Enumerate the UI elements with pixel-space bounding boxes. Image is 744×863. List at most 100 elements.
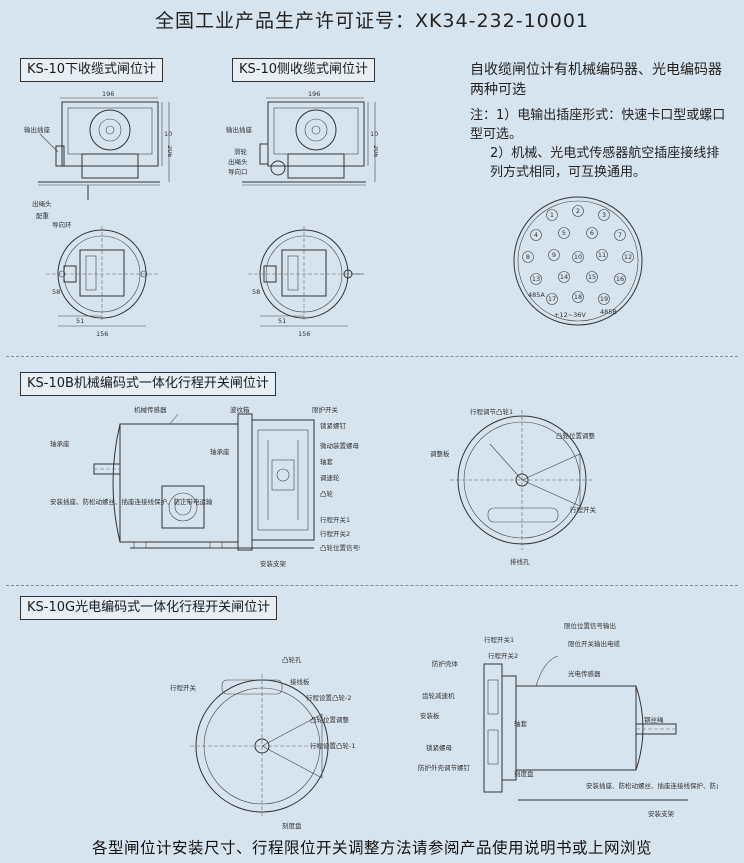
note-1: 注：1）电输出插座形式：快速卡口型或螺口型可选。 <box>470 108 726 142</box>
svg-text:配重: 配重 <box>36 212 50 220</box>
svg-text:输出插座: 输出插座 <box>24 125 51 134</box>
svg-text:行程开关: 行程开关 <box>170 683 197 692</box>
svg-text:轴承座: 轴承座 <box>210 447 230 456</box>
connector-pin <box>530 229 542 241</box>
page-title: 全国工业产品生产许可证号：XK34-232-10001 <box>154 10 590 32</box>
svg-text:安装支架: 安装支架 <box>648 809 675 818</box>
svg-text:齿轮减速机: 齿轮减速机 <box>422 691 455 700</box>
connector-pin <box>614 273 626 285</box>
svg-text:安装板: 安装板 <box>420 711 440 720</box>
svg-text:防护外壳调节螺钉: 防护外壳调节螺钉 <box>418 763 471 772</box>
connector-pin-label: 3 <box>602 211 606 219</box>
svg-text:行程开关: 行程开关 <box>570 505 597 514</box>
svg-text:58: 58 <box>252 288 260 296</box>
svg-text:出绳头: 出绳头 <box>228 157 248 166</box>
connector-pin-label: 13 <box>532 275 540 283</box>
svg-text:行程开关2: 行程开关2 <box>488 651 518 660</box>
connector-pin <box>596 249 608 261</box>
svg-text:轴套: 轴套 <box>320 457 334 466</box>
svg-text:107: 107 <box>164 130 172 138</box>
svg-text:轴套: 轴套 <box>514 719 528 728</box>
connector-pin-label: 4 <box>534 231 538 239</box>
svg-text:凸轮孔: 凸轮孔 <box>282 655 302 664</box>
svg-text:微动装置螺母: 微动装置螺母 <box>320 441 360 450</box>
svg-text:196: 196 <box>102 90 114 98</box>
connector-pin-label: 18 <box>574 293 582 301</box>
svg-text:行程开关1: 行程开关1 <box>320 515 350 524</box>
connector-pin-label: 7 <box>618 231 622 239</box>
svg-text:限位位置信号输出: 限位位置信号输出 <box>564 621 616 630</box>
connector-pin <box>586 271 598 283</box>
connector-pin <box>530 273 542 285</box>
svg-text:出绳头: 出绳头 <box>32 199 52 208</box>
divider <box>6 356 738 357</box>
connector-pin-label: 1 <box>550 211 554 219</box>
connector-pin <box>546 293 558 305</box>
section-label-ks10b: KS-10B机械编码式一体化行程开关闸位计 <box>20 372 276 396</box>
svg-text:206: 206 <box>166 145 172 157</box>
connector-pin <box>586 227 598 239</box>
svg-text:凸轮: 凸轮 <box>320 489 334 498</box>
divider-2 <box>6 585 738 586</box>
connector-pin <box>572 251 584 263</box>
svg-text:滑轮: 滑轮 <box>234 147 248 156</box>
connector-pin <box>548 249 560 261</box>
svg-text:刻度盘: 刻度盘 <box>282 821 302 830</box>
connector-pin <box>522 251 534 263</box>
connector-pin-label: 8 <box>526 253 530 261</box>
svg-text:凸轮位置信号输出: 凸轮位置信号输出 <box>320 543 360 552</box>
connector-pin-label: 19 <box>600 295 608 303</box>
svg-text:机械传感器: 机械传感器 <box>134 405 167 414</box>
connector-pin-label: 9 <box>552 251 556 259</box>
connector-pin-label: 11 <box>598 251 606 259</box>
svg-text:调整板: 调整板 <box>430 449 450 458</box>
svg-text:光电传感器: 光电传感器 <box>568 669 601 678</box>
ks10-side-side-view: 196 107 206 输出插座 滑轮 出绳头 导向口 <box>226 90 378 186</box>
label-485a: 485A <box>528 291 545 299</box>
svg-text:安装插座、防松动螺丝、插座连接线保护、防止带电运输: 安装插座、防松动螺丝、插座连接线保护、防止带电运输 <box>50 497 213 506</box>
svg-text:107: 107 <box>370 130 378 138</box>
ks10g-front-view: 行程开关 凸轮孔 接线板 行程设置凸轮-2 凸轮位置调整 行程设置凸轮-1 刻度… <box>170 655 355 830</box>
svg-text:导向环: 导向环 <box>52 220 72 228</box>
note-2: 2）机械、光电式传感器航空插座接线排列方式相同，可互换通用。 <box>490 146 720 180</box>
connector-pin-label: 12 <box>624 253 632 261</box>
svg-text:轴承座: 轴承座 <box>50 439 70 448</box>
ks10b-side-view: 机械传感器 波纹箱 限护开关 轴承座 安装插座、防松动螺丝、插座连接线保护、防止… <box>50 405 360 568</box>
ks10-down-side-view: 196 107 206 输出插座 出绳头 配重 导向环 <box>24 90 172 228</box>
svg-text:196: 196 <box>308 90 320 98</box>
svg-text:156: 156 <box>96 330 108 338</box>
connector-pin <box>558 271 570 283</box>
connector-pin-label: 17 <box>548 295 556 303</box>
svg-text:156: 156 <box>298 330 310 338</box>
svg-text:行程设置凸轮-1: 行程设置凸轮-1 <box>310 741 355 750</box>
ks10g-side-view: 限位位置信号输出 限位开关输出电缆 行程开关1 行程开关2 光电传感器 防护壳体… <box>418 621 718 818</box>
svg-text:凸轮位置调整: 凸轮位置调整 <box>310 715 350 724</box>
section-label-ks10-side: KS-10侧收缆式闸位计 <box>232 58 376 82</box>
section-label-ks10-down: KS-10下收缆式闸位计 <box>20 58 164 82</box>
svg-text:锁紧螺钉: 锁紧螺钉 <box>320 421 347 430</box>
connector-pin <box>546 209 558 221</box>
connector-pin-label: 15 <box>588 273 596 281</box>
svg-text:51: 51 <box>76 317 84 325</box>
svg-text:波纹箱: 波纹箱 <box>230 405 250 414</box>
connector-pin-label: 16 <box>616 275 624 283</box>
connector-pin <box>614 229 626 241</box>
connector-pin <box>558 227 570 239</box>
svg-text:调速轮: 调速轮 <box>320 473 340 482</box>
label-485b: 485B <box>600 308 617 316</box>
connector-pin-label: 2 <box>576 207 580 215</box>
svg-text:51: 51 <box>278 317 286 325</box>
svg-text:刻度盘: 刻度盘 <box>514 769 534 778</box>
connector-pin <box>598 293 610 305</box>
svg-text:凸轮位置调整: 凸轮位置调整 <box>556 431 596 440</box>
svg-text:限护开关: 限护开关 <box>312 405 339 414</box>
svg-text:行程调节凸轮1: 行程调节凸轮1 <box>470 407 513 416</box>
svg-text:58: 58 <box>52 288 60 296</box>
svg-text:接线板: 接线板 <box>290 677 310 686</box>
svg-text:行程开关1: 行程开关1 <box>484 635 514 644</box>
svg-text:行程设置凸轮-2: 行程设置凸轮-2 <box>306 693 351 702</box>
svg-text:导向口: 导向口 <box>228 167 248 176</box>
svg-text:锁紧螺母: 锁紧螺母 <box>426 743 453 752</box>
svg-text:钢丝绳: 钢丝绳 <box>644 715 664 724</box>
